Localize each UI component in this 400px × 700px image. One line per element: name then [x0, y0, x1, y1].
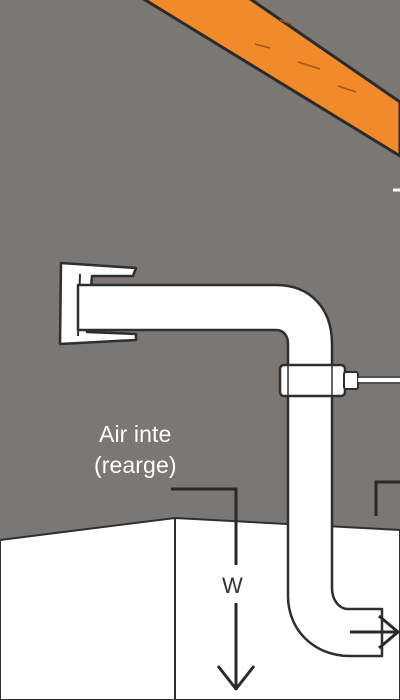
pipe-horizontal	[76, 283, 334, 372]
right-bracket	[374, 480, 400, 516]
w-marker-label: W	[222, 573, 243, 598]
pipe-clamp	[278, 363, 347, 398]
pipe-vertical	[286, 388, 384, 658]
flow-arrow-right-head	[378, 614, 400, 650]
w-marker-leader	[171, 487, 238, 565]
w-arrow-head	[216, 665, 256, 691]
roof-beam	[142, 0, 400, 158]
air-intake-label-line1: Air inte	[99, 421, 172, 447]
air-intake-label-line2: (rearge)	[94, 452, 177, 478]
pipe-clamp-bolt	[343, 371, 359, 390]
roof-beam-grain	[254, 19, 357, 93]
